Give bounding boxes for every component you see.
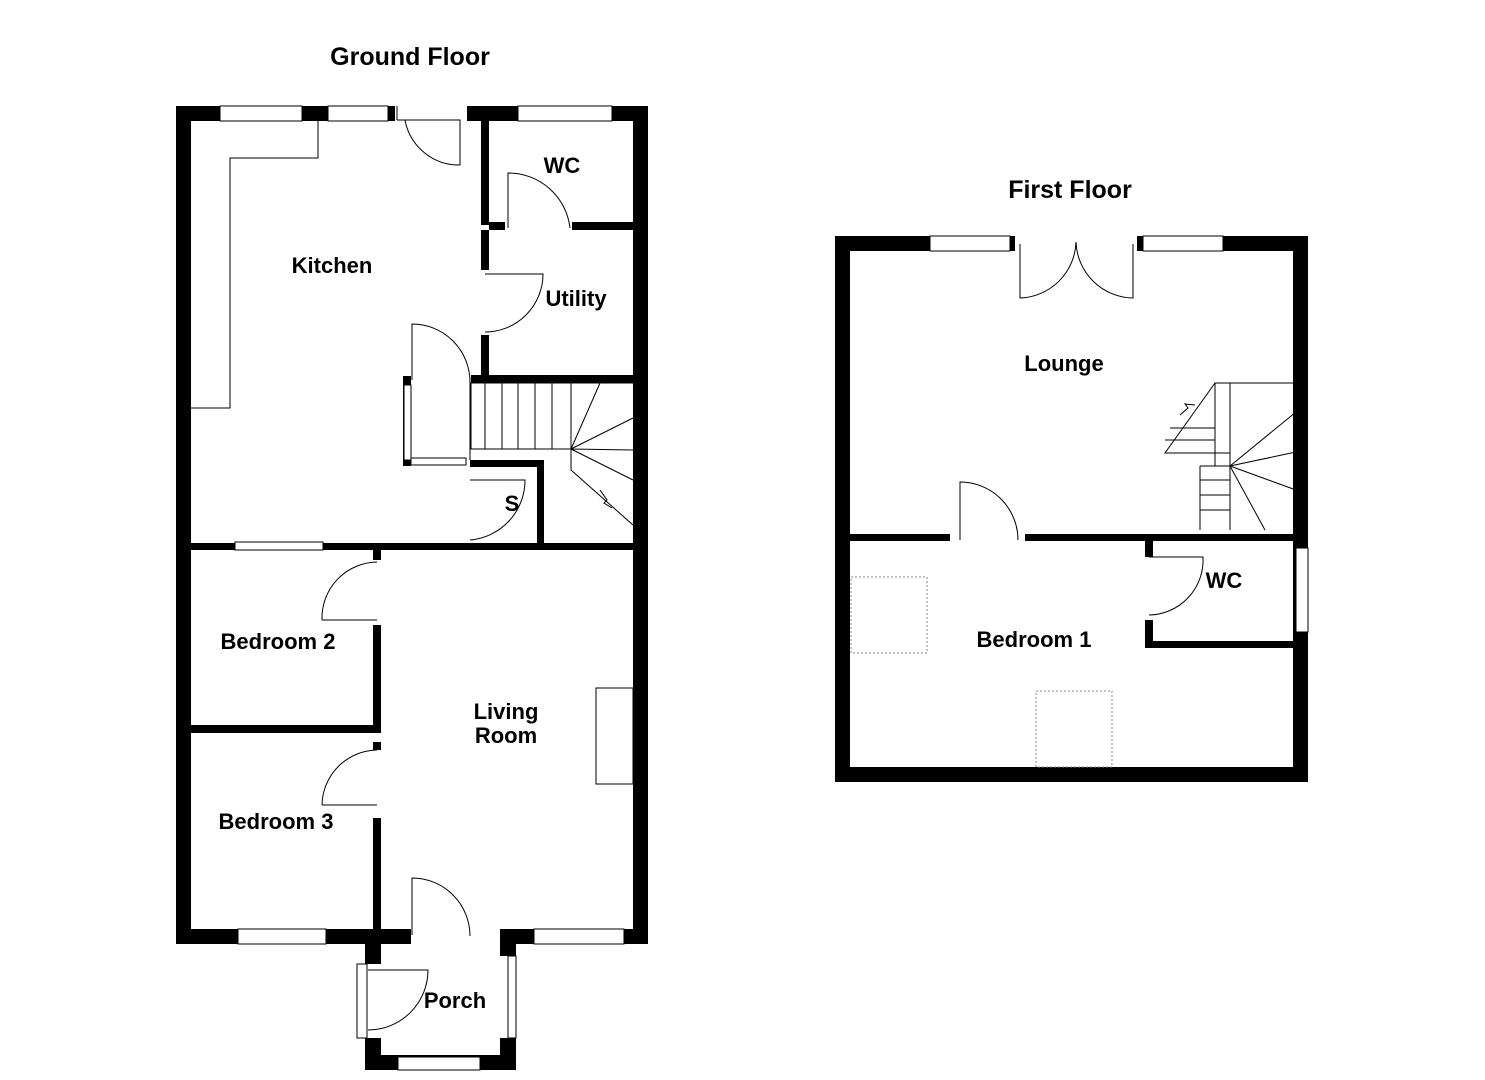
utility-door[interactable] <box>484 272 544 333</box>
fireplace <box>595 687 634 785</box>
window <box>517 105 613 122</box>
wall <box>489 222 505 230</box>
french-doors[interactable] <box>1019 241 1134 299</box>
window <box>533 928 625 945</box>
porch-door[interactable] <box>367 969 429 1031</box>
wall <box>471 375 633 383</box>
ground-floor-plan: Ground Floor <box>176 43 648 1071</box>
window <box>397 1056 481 1071</box>
wall <box>373 818 381 929</box>
room-label-bedroom3: Bedroom 3 <box>219 809 334 834</box>
porch-door-frame <box>356 963 368 1039</box>
wall <box>500 944 516 956</box>
room-label-first-floor-wc: WC <box>1206 568 1243 593</box>
window <box>234 541 324 551</box>
wall <box>365 944 381 964</box>
room-label-living-line1: Living <box>474 699 539 724</box>
wall <box>481 335 489 380</box>
window <box>219 105 303 122</box>
wall <box>176 106 191 944</box>
kitchen-internal-door[interactable] <box>411 323 471 460</box>
wall <box>191 543 633 550</box>
window <box>410 457 467 466</box>
wall <box>1145 541 1153 557</box>
wc-door[interactable] <box>507 172 571 229</box>
store-door[interactable] <box>469 479 526 541</box>
first-floor-title: First Floor <box>1008 176 1132 204</box>
room-label-bedroom2: Bedroom 2 <box>221 629 336 654</box>
wall <box>1145 641 1293 648</box>
wall <box>373 742 381 750</box>
front-door[interactable] <box>411 877 471 937</box>
room-label-porch: Porch <box>424 988 486 1013</box>
wall <box>633 106 648 944</box>
window <box>1142 235 1224 252</box>
room-label-wc: WC <box>544 153 581 178</box>
bedroom2-door[interactable] <box>321 560 378 621</box>
wall <box>381 929 411 944</box>
velux-window <box>850 576 928 654</box>
wall <box>572 222 633 230</box>
wall <box>1145 620 1153 648</box>
wall <box>1025 534 1293 541</box>
back-door[interactable] <box>396 106 461 166</box>
wall <box>373 550 381 560</box>
wall <box>835 767 1308 782</box>
wall <box>373 625 381 733</box>
room-label-kitchen: Kitchen <box>292 253 373 278</box>
wall <box>835 236 850 782</box>
wall <box>537 460 544 545</box>
room-label-lounge: Lounge <box>1024 351 1103 376</box>
staircase <box>1164 382 1297 531</box>
wall <box>850 534 950 541</box>
window <box>327 105 389 122</box>
wall <box>481 121 489 225</box>
bedroom3-door[interactable] <box>321 749 378 806</box>
ground-floor-title: Ground Floor <box>330 43 490 71</box>
room-label-bedroom1: Bedroom 1 <box>977 627 1092 652</box>
room-label-store: S <box>505 491 520 516</box>
wall <box>1293 236 1308 782</box>
window <box>507 955 517 1039</box>
room-label-utility: Utility <box>545 286 607 311</box>
window <box>1295 547 1309 633</box>
wall <box>191 725 381 733</box>
first-floor-plan: First Floor Lounge Bedroom 1 WC <box>835 176 1309 782</box>
wall <box>481 230 489 270</box>
first-floor-wc-door[interactable] <box>1148 556 1204 616</box>
window <box>929 235 1011 252</box>
back-door-opening <box>395 106 467 121</box>
wall <box>470 460 543 467</box>
staircase <box>470 382 634 526</box>
room-label-living-line2: Room <box>475 723 537 748</box>
velux-window <box>1035 690 1113 768</box>
bedroom1-door[interactable] <box>959 481 1019 541</box>
window <box>403 384 412 461</box>
window <box>237 928 327 945</box>
kitchen-worktop <box>191 121 319 409</box>
